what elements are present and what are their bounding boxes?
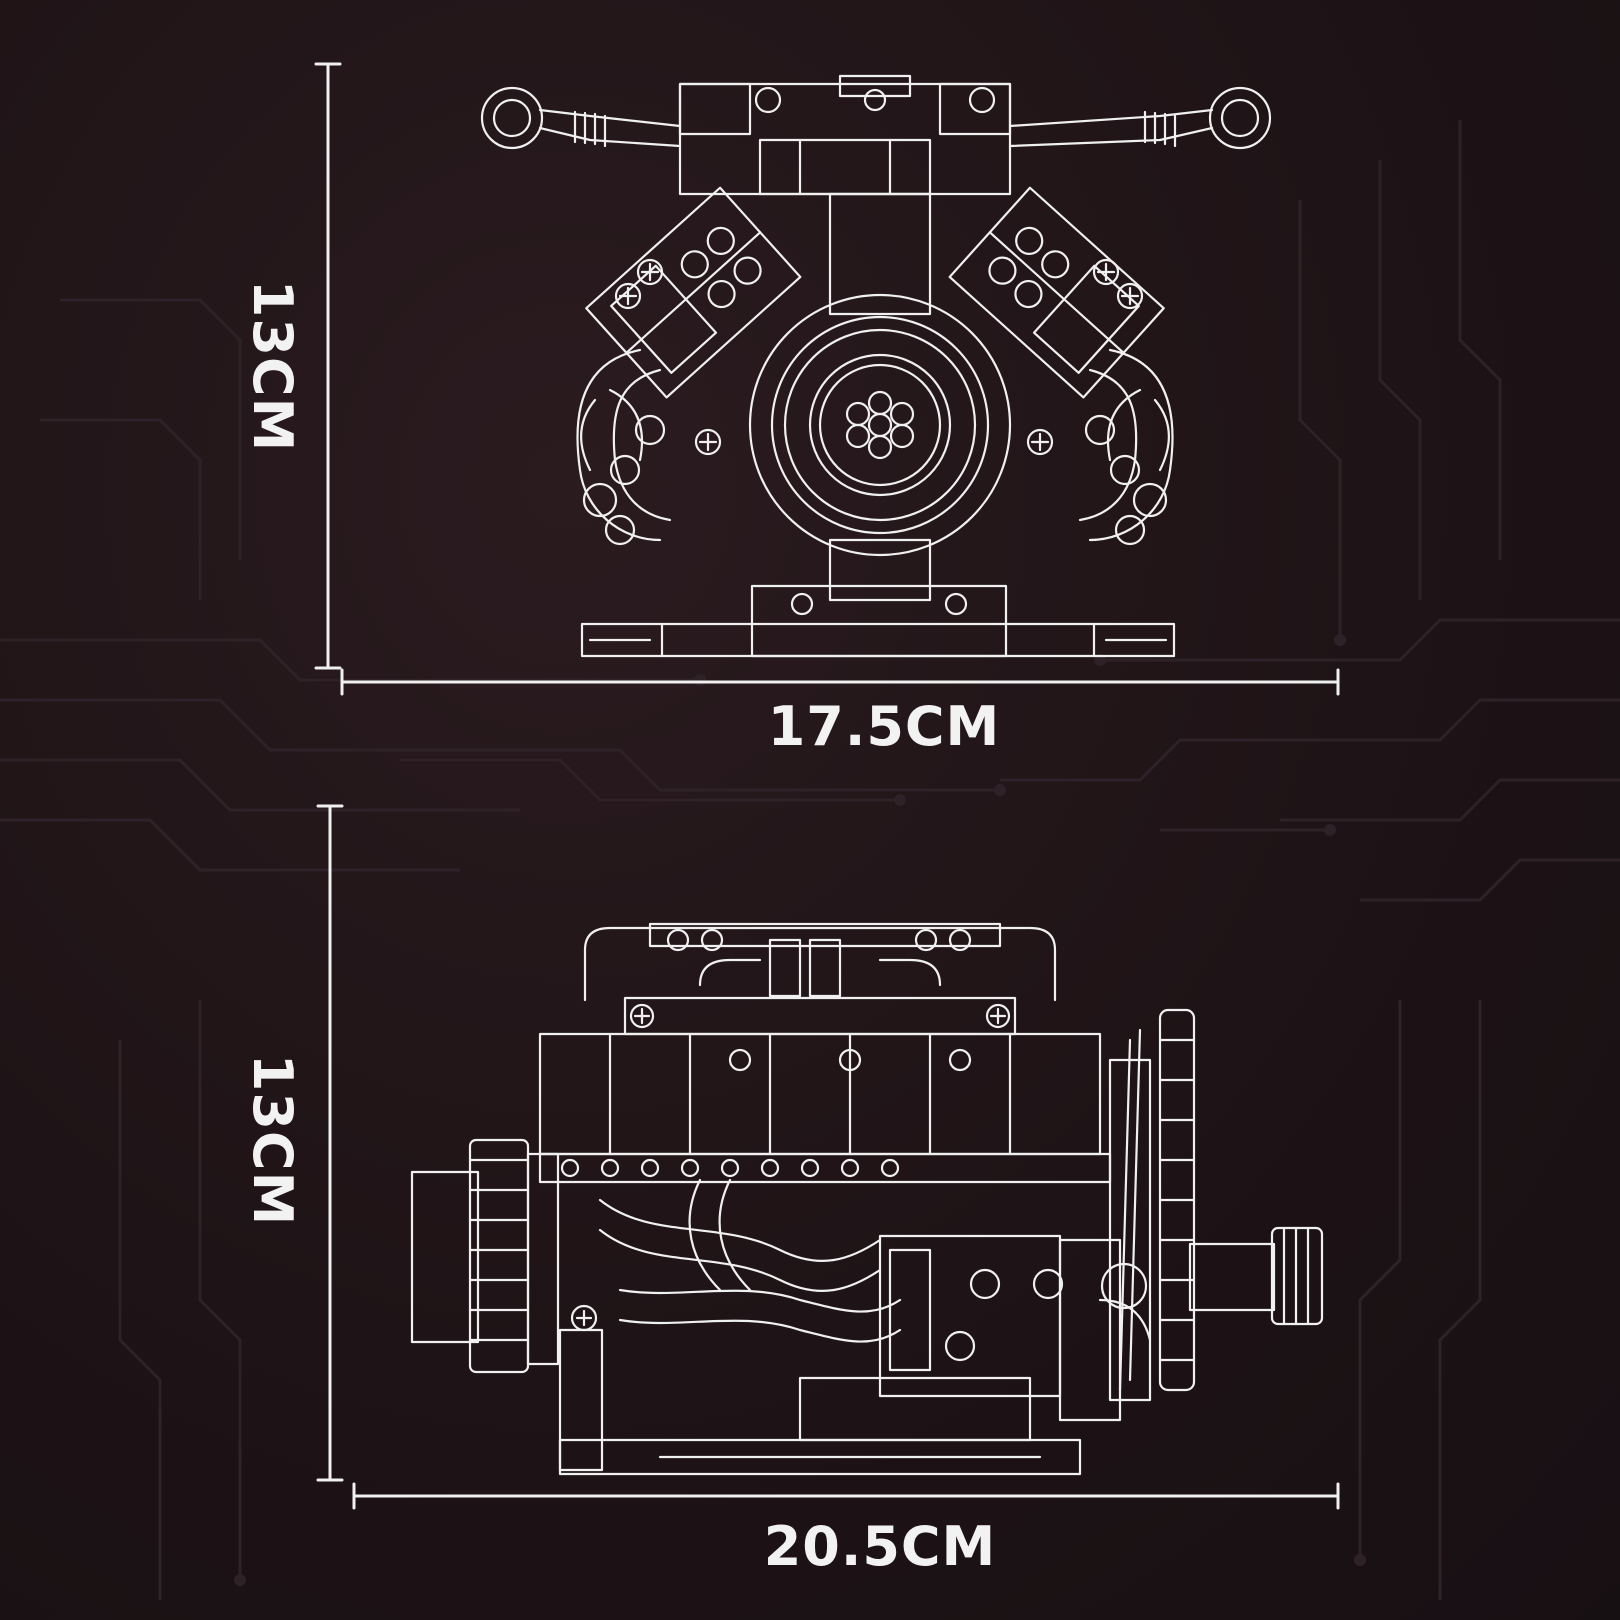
side-height-label: 13CM	[241, 1053, 304, 1227]
side-height-dimension-line	[316, 804, 344, 1482]
front-width-dimension-line	[340, 668, 1340, 696]
front-width-label: 17.5CM	[767, 695, 1001, 758]
front-height-label: 13CM	[241, 279, 304, 453]
engine-side-view	[410, 922, 1324, 1476]
engine-front-view	[480, 74, 1272, 658]
side-width-label: 20.5CM	[763, 1515, 997, 1578]
side-width-dimension-line	[352, 1482, 1340, 1510]
front-height-dimension-line	[314, 62, 342, 670]
